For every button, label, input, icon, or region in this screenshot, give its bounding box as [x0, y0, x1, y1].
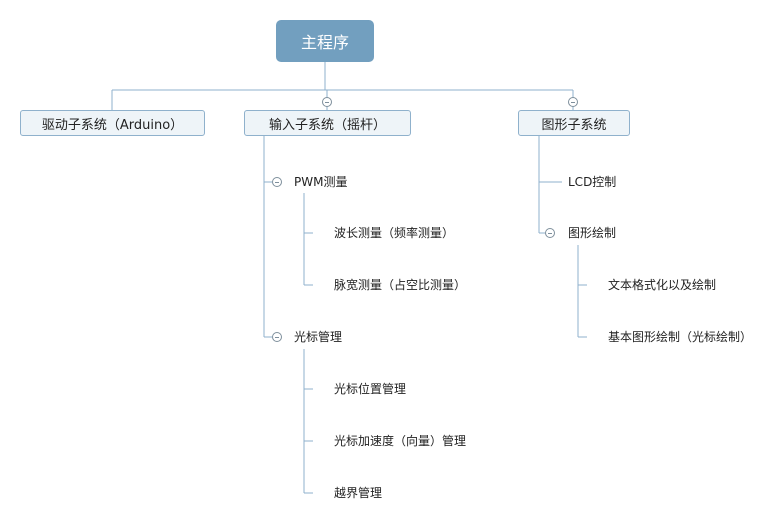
node-lcd-control[interactable]: LCD控制	[568, 175, 617, 189]
node-pwm-measure[interactable]: PWM测量	[294, 175, 348, 189]
branch-driver-subsystem[interactable]: 驱动子系统（Arduino）	[20, 110, 205, 136]
node-graphics-draw[interactable]: 图形绘制	[568, 226, 617, 240]
node-basic-shape-draw[interactable]: 基本图形绘制（光标绘制）	[608, 330, 753, 344]
collapse-graphics-subsystem-icon[interactable]	[568, 97, 578, 107]
node-cursor-manage[interactable]: 光标管理	[294, 330, 343, 344]
collapse-cursor-icon[interactable]	[272, 332, 282, 342]
root-node[interactable]: 主程序	[276, 20, 374, 62]
collapse-draw-icon[interactable]	[545, 228, 555, 238]
node-wavelength-measure[interactable]: 波长测量（频率测量）	[334, 226, 455, 240]
node-text-format-draw[interactable]: 文本格式化以及绘制	[608, 278, 717, 292]
branch-input-subsystem[interactable]: 输入子系统（摇杆）	[244, 110, 411, 136]
collapse-input-subsystem-icon[interactable]	[322, 97, 332, 107]
node-cursor-position[interactable]: 光标位置管理	[334, 382, 407, 396]
node-out-of-bounds[interactable]: 越界管理	[334, 486, 383, 500]
node-pulsewidth-measure[interactable]: 脉宽测量（占空比测量）	[334, 278, 467, 292]
node-cursor-acceleration[interactable]: 光标加速度（向量）管理	[334, 434, 467, 448]
collapse-pwm-icon[interactable]	[272, 177, 282, 187]
branch-graphics-subsystem[interactable]: 图形子系统	[518, 110, 630, 136]
